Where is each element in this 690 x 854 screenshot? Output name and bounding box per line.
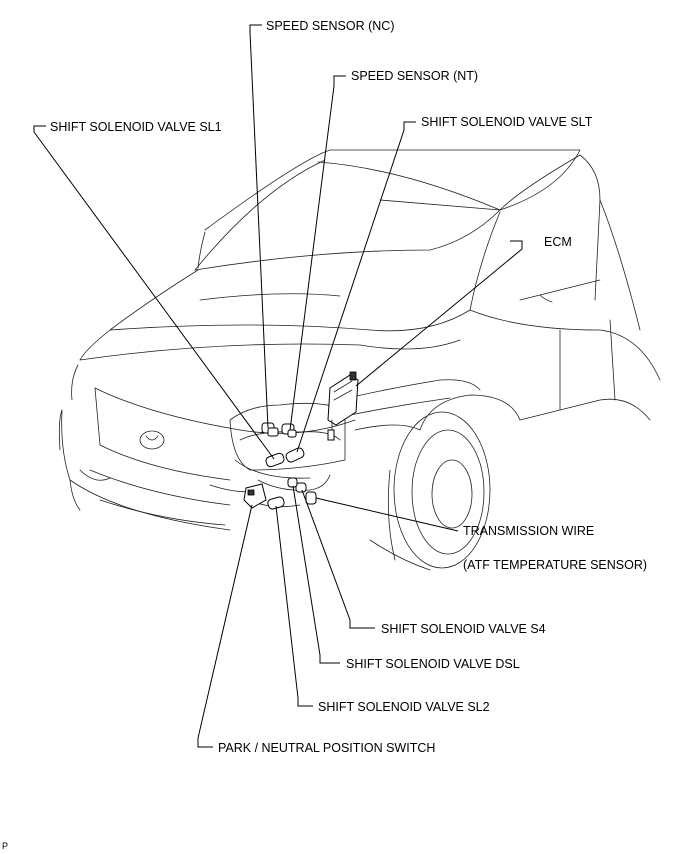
label-shift-solenoid-slt: SHIFT SOLENOID VALVE SLT <box>421 115 593 129</box>
shift-solenoid-s4-part <box>295 482 307 493</box>
label-speed-sensor-nt: SPEED SENSOR (NT) <box>351 69 478 83</box>
label-transmission-wire: TRANSMISSION WIRE <box>463 524 594 538</box>
speed-sensor-nc-part <box>261 422 279 437</box>
label-shift-solenoid-sl2: SHIFT SOLENOID VALVE SL2 <box>318 700 490 714</box>
shift-solenoid-dsl-part <box>287 477 298 488</box>
label-shift-solenoid-dsl: SHIFT SOLENOID VALVE DSL <box>346 657 520 671</box>
shift-solenoid-sl1-part <box>265 452 285 468</box>
speed-sensor-nt-part <box>281 423 297 438</box>
label-atf-temperature-sensor: (ATF TEMPERATURE SENSOR) <box>463 558 647 572</box>
shift-solenoid-slt-part <box>285 447 305 463</box>
label-ecm: ECM <box>544 235 572 249</box>
label-park-neutral-switch: PARK / NEUTRAL POSITION SWITCH <box>218 741 435 755</box>
figure-code: P <box>2 841 8 851</box>
ecm-part <box>327 371 359 441</box>
leader-lines <box>33 24 523 748</box>
transmission-wire-part <box>305 491 317 505</box>
park-neutral-switch-part <box>243 483 267 509</box>
label-shift-solenoid-s4: SHIFT SOLENOID VALVE S4 <box>381 622 546 636</box>
label-shift-solenoid-sl1: SHIFT SOLENOID VALVE SL1 <box>50 120 222 134</box>
label-speed-sensor-nc: SPEED SENSOR (NC) <box>266 19 395 33</box>
shift-solenoid-sl2-part <box>267 496 285 510</box>
vehicle-outline <box>58 149 661 571</box>
